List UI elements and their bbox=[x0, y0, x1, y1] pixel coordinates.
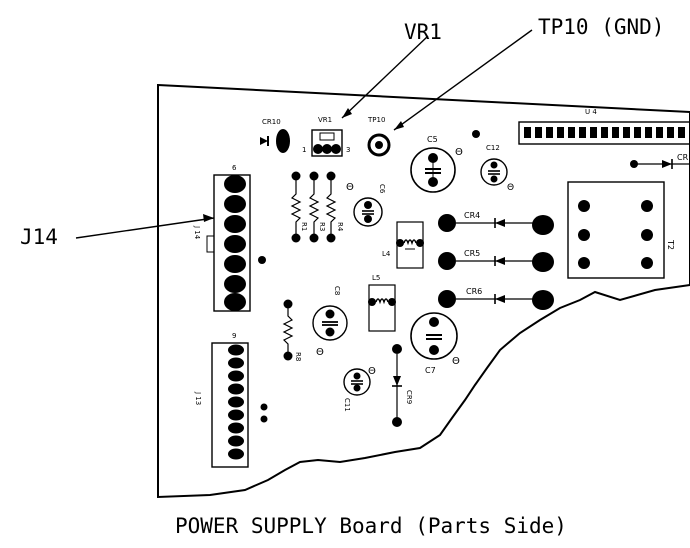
c5-capacitor bbox=[410, 147, 456, 193]
svg-text:Θ: Θ bbox=[455, 147, 463, 158]
j14-connector bbox=[206, 174, 251, 312]
r3-label: R3 bbox=[318, 222, 326, 231]
l5-label: L5 bbox=[372, 274, 380, 282]
u4-ic bbox=[518, 121, 690, 145]
c6-capacitor bbox=[353, 197, 383, 227]
vr1-leader bbox=[341, 35, 429, 119]
l4-inductor bbox=[396, 221, 424, 269]
t2-label: T2 bbox=[666, 239, 675, 250]
tp10-callout: TP10 (GND) bbox=[538, 15, 665, 39]
cr9-label: CR9 bbox=[405, 390, 413, 404]
vr1-trimmer bbox=[311, 129, 343, 157]
cr-edge-diode bbox=[630, 159, 690, 169]
tp10-arrowhead bbox=[394, 121, 404, 130]
tp10-test-point bbox=[367, 133, 391, 157]
cr10-diode bbox=[260, 129, 290, 153]
c5-label: C5 bbox=[427, 135, 438, 144]
vr1-pin1: 1 bbox=[302, 146, 306, 154]
cr-edge-label: CR bbox=[677, 153, 689, 162]
svg-text:Θ: Θ bbox=[452, 356, 460, 367]
diagram-caption: POWER SUPPLY Board (Parts Side) bbox=[175, 514, 567, 538]
c12-label: C12 bbox=[486, 144, 500, 152]
l5-inductor bbox=[368, 284, 396, 332]
j13-small-label: J 13 bbox=[194, 391, 202, 405]
j14-arrowhead bbox=[203, 214, 214, 222]
j14-small-label: J 14 bbox=[193, 225, 201, 240]
cr4-label: CR4 bbox=[464, 211, 480, 220]
vr1-pin3: 3 bbox=[346, 146, 350, 154]
j14-pin-label: 6 bbox=[232, 164, 237, 172]
cr5-diode bbox=[438, 252, 554, 272]
vr1-callout: VR1 bbox=[404, 20, 442, 44]
c7-label: C7 bbox=[425, 366, 436, 375]
c8-capacitor bbox=[312, 305, 348, 341]
svg-text:Θ: Θ bbox=[507, 183, 514, 193]
c7-capacitor bbox=[410, 312, 458, 360]
tp10-small-label: TP10 bbox=[367, 116, 385, 124]
cr6-diode bbox=[438, 290, 554, 310]
cr4-diode bbox=[438, 214, 554, 235]
j13-connector bbox=[211, 342, 249, 468]
l4-label: L4 bbox=[382, 250, 391, 258]
c8-label: C8 bbox=[333, 286, 341, 295]
r8-label: R8 bbox=[294, 352, 302, 361]
cr10-label: CR10 bbox=[262, 118, 281, 126]
cr9-diode bbox=[392, 344, 402, 427]
r4-label: R4 bbox=[336, 222, 344, 232]
board-outline bbox=[157, 83, 690, 499]
svg-text:Θ: Θ bbox=[316, 347, 324, 358]
j13-pin-label: 9 bbox=[232, 332, 236, 340]
r8-resistor bbox=[282, 299, 294, 361]
u4-label: U 4 bbox=[585, 108, 597, 116]
resistor-array bbox=[290, 171, 337, 243]
t2-transformer bbox=[567, 181, 665, 279]
vr1-small-label: VR1 bbox=[318, 116, 332, 124]
r1-label: R1 bbox=[300, 222, 308, 231]
tp10-leader bbox=[393, 29, 533, 131]
vr1-arrowhead bbox=[342, 108, 352, 118]
svg-text:Θ: Θ bbox=[368, 366, 376, 377]
j14-callout: J14 bbox=[20, 225, 58, 249]
j14-leader bbox=[75, 217, 215, 239]
c11-capacitor bbox=[343, 368, 371, 396]
c12-capacitor bbox=[480, 158, 508, 186]
svg-text:Θ: Θ bbox=[346, 182, 354, 193]
cr6-label: CR6 bbox=[466, 287, 482, 296]
c6-label: C6 bbox=[378, 184, 386, 194]
c11-label: C11 bbox=[343, 398, 351, 412]
cr5-label: CR5 bbox=[464, 249, 480, 258]
